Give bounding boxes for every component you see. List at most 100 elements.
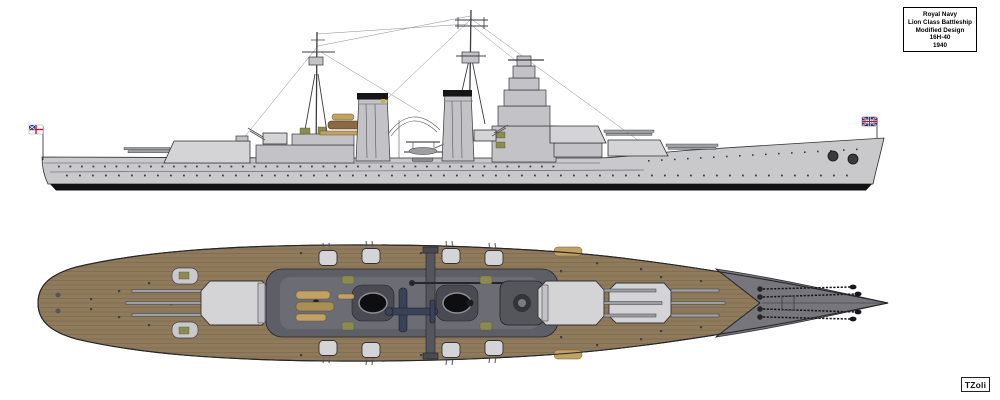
secondary-turret-plan	[441, 240, 461, 264]
title-line-class: Lion Class Battleship	[907, 18, 973, 26]
porthole	[380, 165, 382, 168]
aa-mount	[479, 321, 493, 331]
porthole	[495, 165, 497, 168]
union-jack-flag-icon	[861, 116, 878, 127]
porthole	[794, 174, 796, 177]
deck-fitting	[300, 252, 303, 255]
aa-mount	[178, 271, 190, 280]
hawsepipe	[849, 284, 857, 290]
foremast-director	[461, 51, 480, 64]
aa-mount	[479, 275, 493, 285]
porthole	[261, 174, 263, 177]
porthole	[430, 174, 432, 177]
secondary-turret-plan	[361, 342, 381, 366]
porthole	[820, 174, 822, 177]
porthole	[253, 165, 256, 168]
porthole	[313, 174, 315, 177]
gun-barrel	[603, 313, 657, 318]
porthole	[625, 174, 627, 177]
porthole	[739, 154, 741, 157]
funnel-seam	[365, 103, 368, 159]
title-line-variant: 16H-40	[929, 34, 951, 42]
deck-fitting	[660, 330, 663, 333]
porthole	[170, 174, 172, 177]
plan-view	[37, 240, 889, 366]
porthole	[495, 174, 497, 177]
anchor	[827, 150, 839, 162]
porthole	[105, 174, 107, 177]
crane-arch	[387, 116, 441, 135]
aa-mount	[299, 127, 311, 135]
windlass-hatch	[781, 295, 795, 311]
porthole	[118, 174, 120, 177]
hawsepipe	[849, 316, 857, 322]
capstan	[757, 306, 763, 312]
aft-funnel	[355, 93, 391, 162]
porthole	[417, 174, 419, 177]
porthole	[235, 174, 237, 177]
deck-fitting	[560, 336, 563, 339]
gun-barrel	[670, 313, 720, 318]
secondary-turret-body	[361, 342, 381, 358]
title-line-navy: Royal Navy	[923, 11, 957, 18]
gun-barrel	[670, 301, 726, 305]
porthole	[456, 174, 458, 177]
deck-fitting	[560, 270, 563, 273]
gun-barrel	[131, 313, 203, 317]
porthole	[104, 165, 106, 168]
gun-barrel	[603, 129, 655, 133]
porthole	[426, 165, 428, 168]
porthole	[326, 174, 328, 177]
porthole	[700, 157, 702, 159]
turret-body	[537, 280, 605, 326]
aa-mount	[495, 141, 506, 149]
secondary-turret-body	[441, 248, 461, 264]
deck-fitting	[300, 354, 303, 357]
aft-superstructure	[247, 113, 371, 164]
porthole	[547, 174, 549, 177]
title-box: Royal Navy Lion Class Battleship Modifie…	[903, 7, 977, 52]
gun-barrel	[667, 146, 717, 150]
hawsepipe	[854, 291, 862, 297]
secondary-turret-body	[484, 250, 504, 266]
ships-boat	[295, 313, 327, 322]
porthole	[322, 165, 325, 168]
deck-fitting	[700, 280, 703, 283]
porthole	[804, 151, 806, 154]
porthole	[729, 174, 731, 177]
secondary-barrel	[247, 127, 264, 138]
deck-fitting	[420, 354, 423, 357]
rigging-lines	[233, 15, 647, 151]
deckhouse	[255, 144, 355, 164]
gun-barrel	[605, 132, 653, 136]
porthole	[138, 165, 141, 168]
aircraft-engine	[384, 307, 394, 316]
foremast-leg	[471, 59, 486, 125]
porthole	[287, 174, 289, 177]
gun-barrel	[665, 143, 719, 147]
porthole	[529, 165, 532, 168]
porthole	[856, 148, 858, 151]
porthole	[541, 165, 543, 168]
porthole	[131, 174, 133, 177]
funnel-cap	[443, 90, 472, 97]
aircraft-fuselage	[408, 147, 438, 155]
porthole	[92, 174, 94, 177]
porthole	[768, 174, 770, 177]
porthole	[365, 174, 367, 177]
title-line-year: 1940	[932, 42, 947, 50]
porthole	[518, 165, 520, 168]
ships-boat	[295, 301, 335, 312]
porthole	[830, 149, 832, 152]
ships-boat	[295, 290, 331, 300]
catapult-end	[422, 352, 439, 360]
porthole	[664, 174, 666, 177]
ships-boat	[337, 293, 355, 300]
porthole	[651, 174, 653, 177]
porthole	[833, 174, 835, 177]
white-ensign-flag-icon	[28, 124, 44, 135]
anchor	[847, 153, 859, 165]
secondary-turret-body	[484, 340, 504, 356]
porthole	[508, 174, 510, 177]
porthole	[846, 174, 848, 177]
